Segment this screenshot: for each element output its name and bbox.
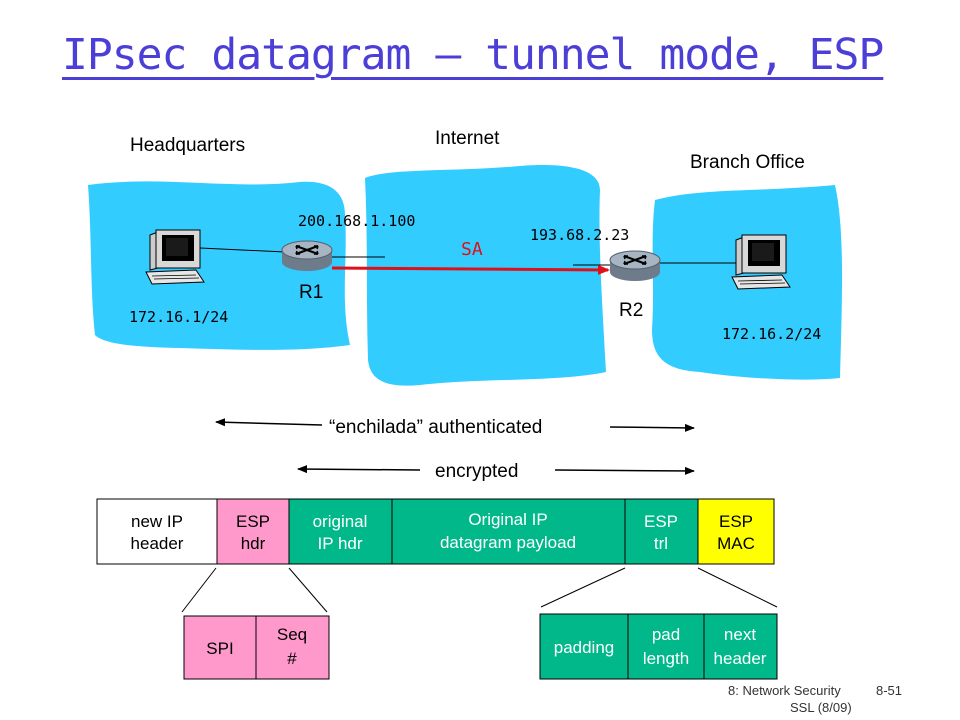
- enc-arrow-right: [554, 466, 695, 475]
- hq-host-link: [199, 247, 286, 253]
- payload-box: Original IP datagram payload: [391, 498, 626, 565]
- svg-text:header: header: [131, 534, 184, 553]
- auth-arrow-left: [215, 418, 323, 427]
- footer-course: 8: Network Security: [728, 683, 841, 698]
- r1-label: R1: [299, 282, 323, 303]
- sa-label: SA: [461, 239, 483, 260]
- svg-text:ESP: ESP: [719, 512, 753, 531]
- svg-text:hdr: hdr: [241, 534, 266, 553]
- svg-text:length: length: [643, 649, 689, 668]
- seq-field-box: Seq #: [255, 615, 330, 680]
- new-ip-header-box: new IP header: [96, 498, 218, 565]
- router-r2-icon: [609, 250, 661, 281]
- r1-ip-label: 200.168.1.100: [298, 212, 415, 230]
- pad-length-field-box: pad length: [627, 613, 705, 680]
- spi-field-box: SPI: [183, 615, 257, 680]
- svg-text:SPI: SPI: [206, 639, 233, 658]
- esp-trl-expand-right: [697, 567, 778, 608]
- hq-computer-icon: [145, 229, 205, 285]
- sa-arrow: [331, 264, 610, 275]
- svg-text:Original IP: Original IP: [468, 510, 547, 529]
- router-r1-icon: [281, 240, 333, 271]
- next-header-field-box: next header: [703, 613, 778, 680]
- internet-label: Internet: [435, 128, 500, 149]
- headquarters-label: Headquarters: [130, 135, 245, 156]
- auth-arrow-right: [609, 423, 695, 432]
- headquarters-cloud: [88, 181, 350, 350]
- branch-subnet-label: 172.16.2/24: [722, 325, 821, 343]
- svg-text:ESP: ESP: [644, 512, 678, 531]
- svg-text:header: header: [714, 649, 767, 668]
- svg-text:IP hdr: IP hdr: [317, 534, 362, 553]
- esp-hdr-expand-right: [288, 567, 328, 613]
- svg-text:#: #: [287, 649, 297, 668]
- svg-text:next: next: [724, 625, 756, 644]
- page-title: IPsec datagram – tunnel mode, ESP: [62, 30, 884, 80]
- r2-label: R2: [619, 300, 643, 321]
- svg-text:MAC: MAC: [717, 534, 755, 553]
- svg-text:new IP: new IP: [131, 512, 183, 531]
- footer-subtitle: SSL (8/09): [790, 700, 852, 715]
- svg-text:original: original: [313, 512, 368, 531]
- svg-text:padding: padding: [554, 638, 615, 657]
- r2-ip-label: 193.68.2.23: [530, 226, 629, 244]
- esp-trl-expand-left: [540, 567, 626, 608]
- svg-text:Seq: Seq: [277, 625, 307, 644]
- svg-text:trl: trl: [654, 534, 668, 553]
- hq-subnet-label: 172.16.1/24: [129, 308, 228, 326]
- svg-text:datagram payload: datagram payload: [440, 533, 576, 552]
- esp-mac-box: ESP MAC: [697, 498, 775, 565]
- svg-text:pad: pad: [652, 625, 680, 644]
- esp-hdr-expand-left: [181, 567, 217, 613]
- padding-field-box: padding: [539, 613, 629, 680]
- footer-page-number: 8-51: [876, 683, 903, 698]
- esp-hdr-box: ESP hdr: [216, 498, 290, 565]
- internet-cloud: [365, 165, 606, 386]
- original-ip-hdr-box: original IP hdr: [288, 498, 393, 565]
- svg-text:ESP: ESP: [236, 512, 270, 531]
- branch-office-label: Branch Office: [690, 152, 805, 173]
- encrypted-range-label: encrypted: [435, 461, 518, 482]
- authenticated-range-label: “enchilada” authenticated: [329, 417, 542, 438]
- branch-computer-icon: [731, 234, 791, 290]
- enc-arrow-left: [297, 465, 421, 474]
- esp-trl-box: ESP trl: [624, 498, 699, 565]
